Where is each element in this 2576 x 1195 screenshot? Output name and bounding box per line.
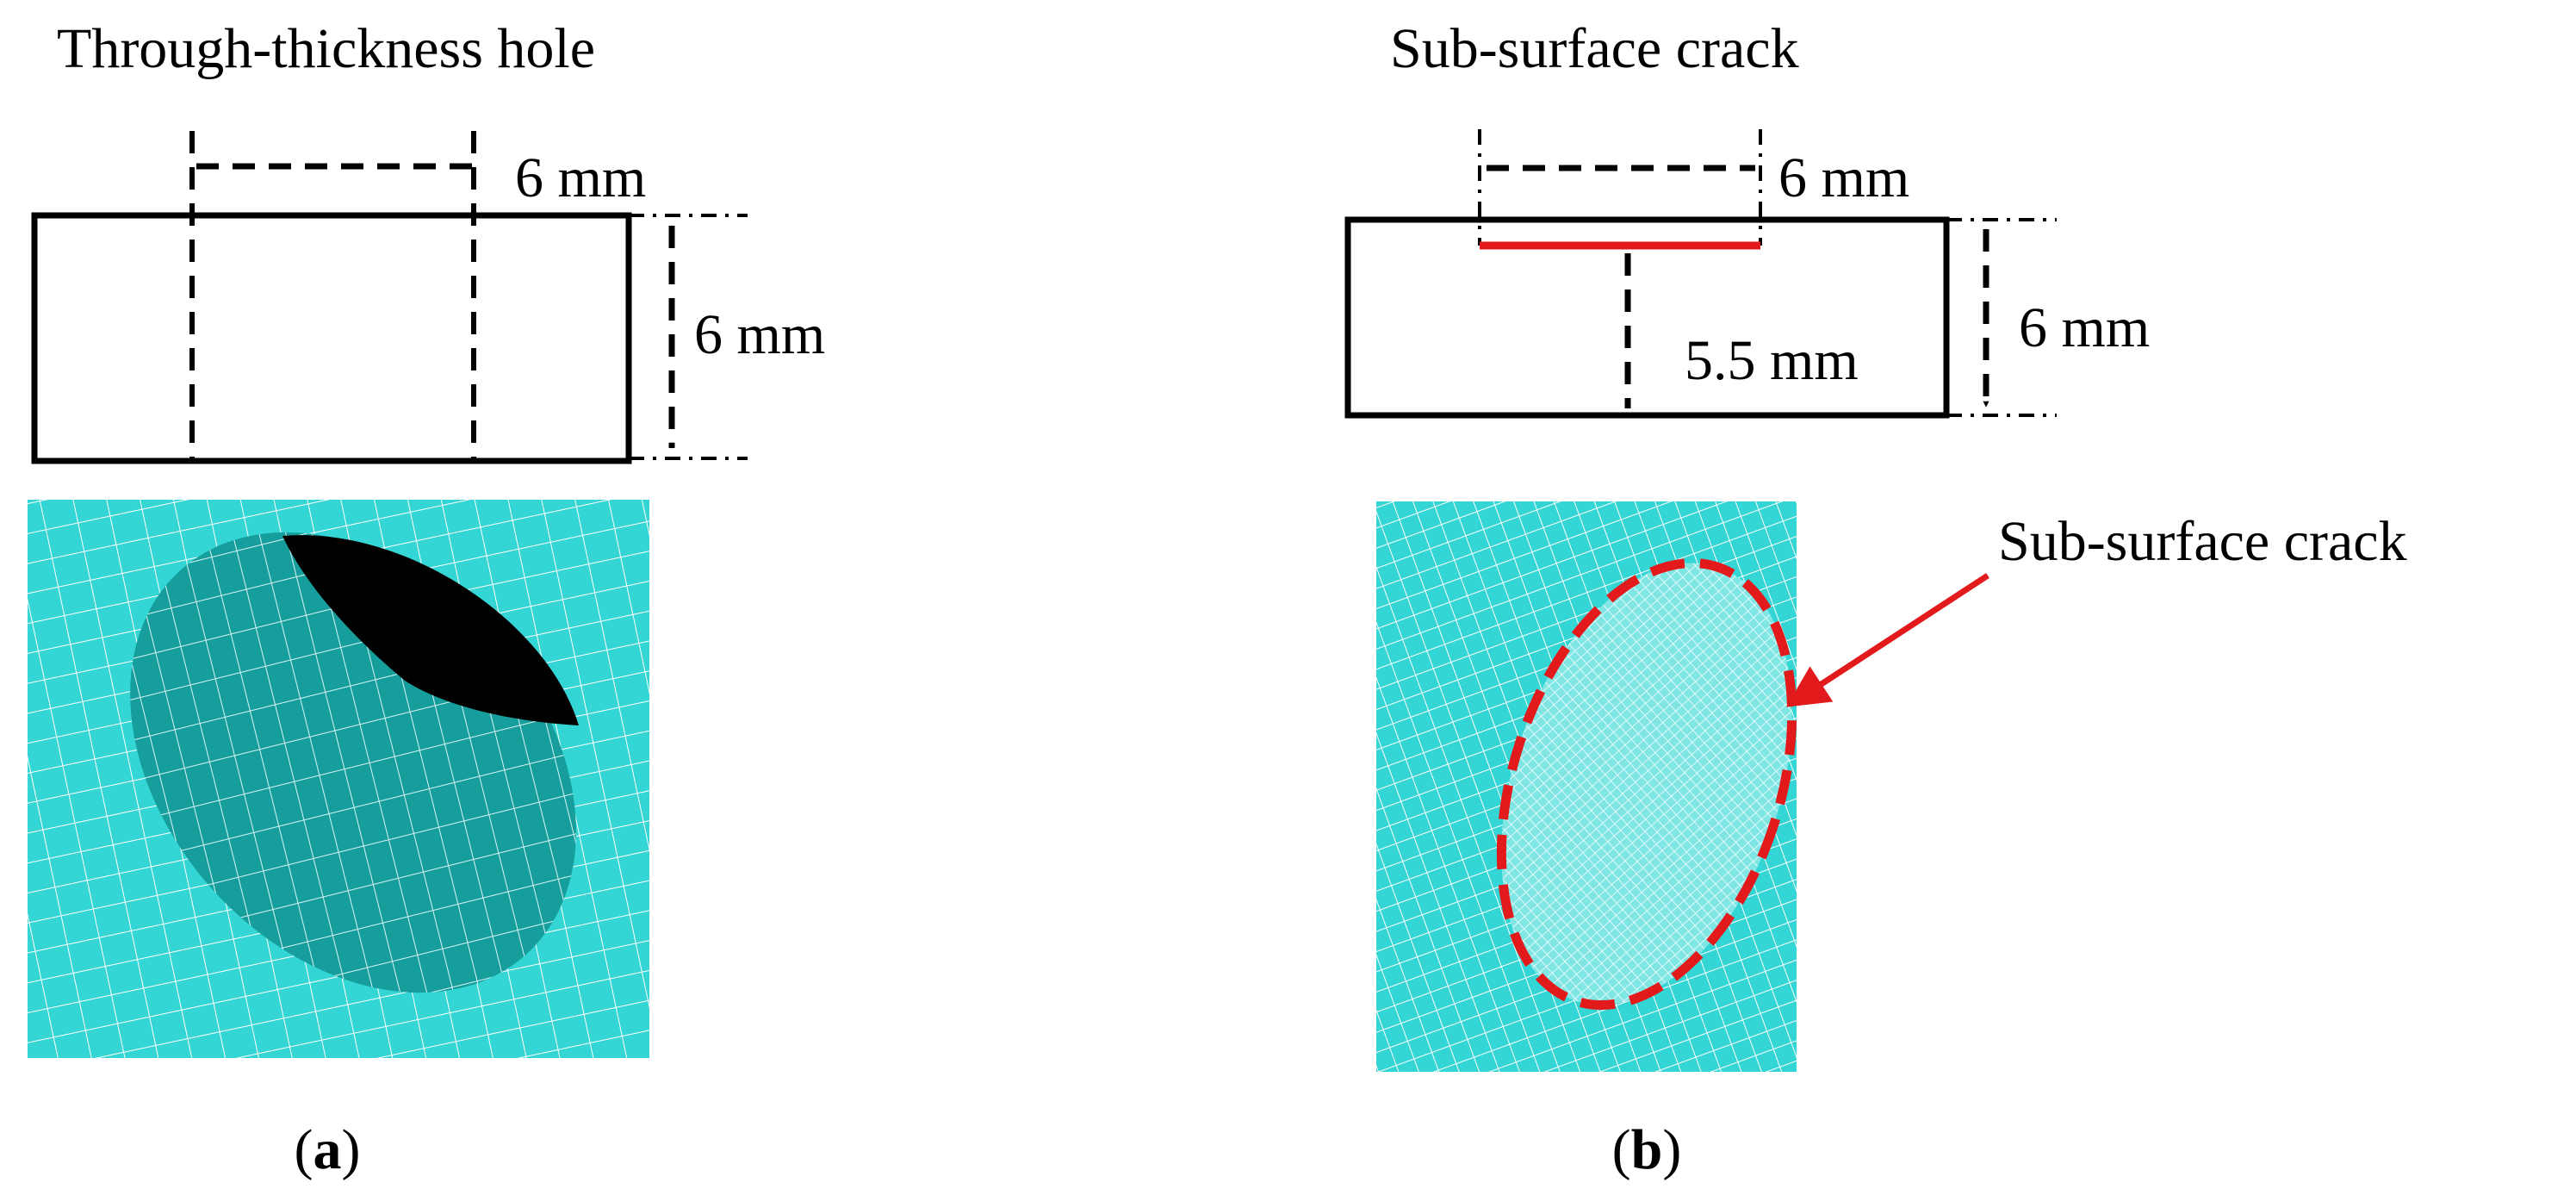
panel-b-depth-label: 5.5 mm: [1685, 329, 1859, 392]
panel-a-mesh-render: [28, 500, 649, 1058]
panel-a-cross-section: [31, 212, 632, 464]
panel-a-caption: (a): [295, 1118, 361, 1181]
panel-b-title: Sub-surface crack: [1390, 17, 1799, 80]
panel-b-mesh-render: [1376, 501, 1797, 1072]
panel-b-callout-label: Sub-surface crack: [1998, 510, 2407, 573]
panel-b-crack-region: [1501, 563, 1792, 1005]
panel-b-cross-section: [1344, 216, 1950, 419]
panel-a-hole-void: [282, 535, 579, 725]
panel-a-width-label: 6 mm: [515, 146, 646, 209]
panel-a: Through-thickness hole 6 mm 6 mm (a): [28, 17, 825, 1181]
panel-b-caption: (b): [1612, 1118, 1682, 1181]
panel-b-callout-arrow: [1785, 573, 1989, 707]
panel-a-title: Through-thickness hole: [57, 17, 595, 80]
panel-b-crack-outline: [1496, 557, 1797, 1011]
panel-b-width-label: 6 mm: [1778, 146, 1909, 209]
panel-b: Sub-surface crack 6 mm 5.5 mm 6 mm Sub-s…: [1344, 17, 2407, 1181]
panel-a-height-label: 6 mm: [694, 303, 825, 366]
panel-b-height-label: 6 mm: [2019, 296, 2150, 359]
